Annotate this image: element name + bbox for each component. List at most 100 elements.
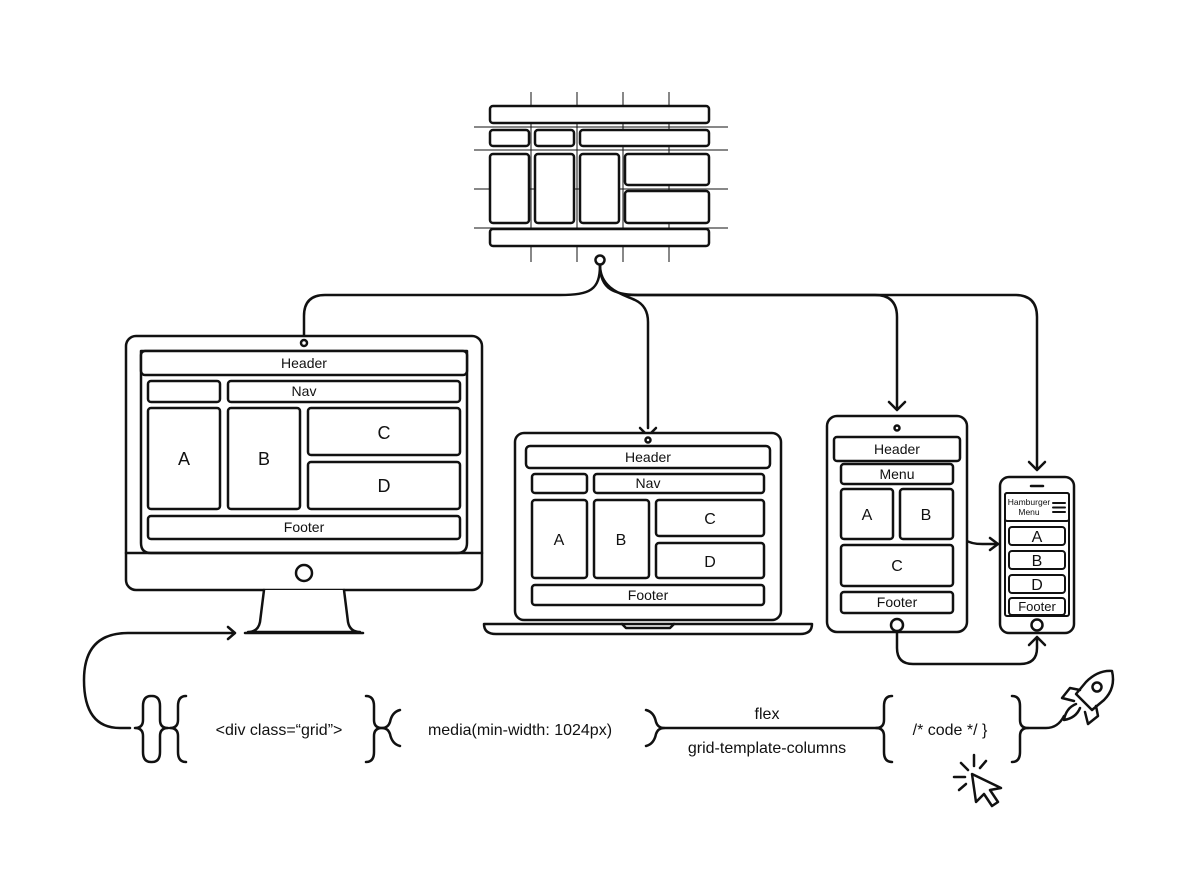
arrow-to-stand (226, 625, 237, 641)
arrow-to-tablet (887, 400, 907, 412)
laptop-b-label: B (616, 532, 627, 549)
phone-a-label: A (1032, 529, 1043, 546)
laptop-nav-left-box (530, 472, 589, 495)
desktop-header-box (139, 349, 469, 377)
tablet-menu-box (839, 462, 955, 486)
laptop-a-box (530, 498, 589, 580)
desktop-b-label: B (258, 449, 270, 469)
tablet-menu-label: Menu (879, 466, 914, 482)
desktop-footer-box (146, 514, 462, 541)
laptop-c-box (654, 498, 766, 538)
brace-close-1 (150, 694, 170, 764)
grid-header-cell (488, 104, 711, 125)
laptop-nav-box (592, 472, 766, 495)
laptop: Header Nav A B C D Footer (482, 431, 814, 636)
desktop-footer-label: Footer (284, 519, 325, 535)
tablet-footer-label: Footer (877, 594, 918, 610)
code-media-text: media(min-width: 1024px) (428, 722, 612, 739)
tablet-home-button[interactable] (889, 617, 905, 633)
code-div-text: <div class=“grid”> (216, 722, 343, 739)
code-to-rocket-line (1026, 714, 1066, 730)
desktop-c-box (306, 406, 462, 457)
code-row: <div class=“grid”> media(min-width: 1024… (133, 694, 1066, 764)
phone: Hamburger Menu A B D Footer (998, 475, 1076, 635)
phone-footer-label: Footer (1018, 599, 1056, 614)
phone-hamburger-label-1: Hamburger (1008, 497, 1051, 507)
brace-close-2 (364, 694, 384, 764)
desktop-nav-left-box (146, 379, 222, 404)
laptop-a-label: A (554, 532, 565, 549)
tablet-a-box (839, 487, 895, 541)
arrow-buttons (1027, 635, 1047, 647)
connector-to-phone (623, 293, 1039, 470)
phone-hamburger-box[interactable] (1004, 492, 1070, 522)
laptop-footer-box (530, 583, 766, 607)
rocket-icon (1060, 669, 1115, 726)
phone-home-button[interactable] (1030, 618, 1044, 632)
desktop-d-box (306, 460, 462, 511)
grid-wireframe (474, 92, 728, 266)
grid-connector-dot (594, 254, 606, 266)
connector-to-tablet (598, 263, 899, 409)
laptop-nav-label: Nav (636, 475, 661, 491)
phone-b-label: B (1032, 553, 1043, 570)
cursor-click-icon (952, 753, 1003, 808)
grid-cell-a (488, 152, 531, 225)
brace-close-3 (644, 708, 666, 748)
desktop-nav-box (226, 379, 462, 404)
desktop-monitor: Header Nav A B C D Footer (124, 334, 484, 635)
tablet-header-label: Header (874, 441, 920, 457)
laptop-d-label: D (704, 554, 716, 571)
tablet-c-box (839, 543, 955, 588)
tablet-footer-box (839, 590, 955, 615)
grid-footer-cell (488, 227, 711, 248)
hamburger-icon[interactable] (1052, 502, 1066, 513)
desktop-b-box (226, 406, 302, 511)
connector-to-code (82, 631, 234, 730)
tablet-c-label: C (891, 558, 903, 575)
brace-open-1 (133, 694, 153, 764)
tablet-header-box (832, 435, 962, 463)
arrow-tablet-phone (988, 536, 1000, 552)
arrow-to-phone (1027, 460, 1047, 472)
laptop-header-box (524, 444, 772, 470)
desktop-header-label: Header (281, 355, 327, 371)
tablet-b-label: B (921, 507, 932, 524)
grid-cell-c (578, 152, 621, 225)
laptop-camera (644, 436, 652, 444)
laptop-d-box (654, 541, 766, 580)
tablet-a-label: A (862, 507, 873, 524)
tablet-b-box (898, 487, 955, 541)
desktop-d-label: D (378, 476, 391, 496)
connector-to-laptop (598, 263, 650, 430)
brace-open-2 (168, 694, 188, 764)
monitor-power-button[interactable] (294, 563, 314, 583)
desktop-nav-label: Nav (292, 383, 317, 399)
phone-footer-box (1008, 597, 1066, 616)
grid-nav-cell-3 (578, 128, 711, 148)
brace-open-4 (874, 694, 894, 764)
grid-cell-b (533, 152, 576, 225)
grid-cell-d (623, 152, 711, 187)
grid-cell-e (623, 189, 711, 225)
laptop-notch (620, 622, 676, 630)
tablet-camera (893, 424, 901, 432)
desktop-a-label: A (178, 449, 190, 469)
laptop-b-box (592, 498, 651, 580)
monitor-stand (246, 588, 362, 634)
connector-buttons (895, 629, 1039, 666)
phone-d-box (1008, 574, 1066, 594)
phone-d-label: D (1031, 577, 1043, 594)
desktop-a-box (146, 406, 222, 511)
laptop-header-label: Header (625, 449, 671, 465)
laptop-footer-label: Footer (628, 587, 669, 603)
tablet: Header Menu A B C Footer (825, 414, 969, 634)
monitor-camera (299, 338, 309, 348)
laptop-c-label: C (704, 511, 716, 528)
grid-nav-cell-2 (533, 128, 576, 148)
phone-b-box (1008, 550, 1066, 570)
grid-nav-cell-1 (488, 128, 531, 148)
connector-lines (82, 263, 1047, 730)
